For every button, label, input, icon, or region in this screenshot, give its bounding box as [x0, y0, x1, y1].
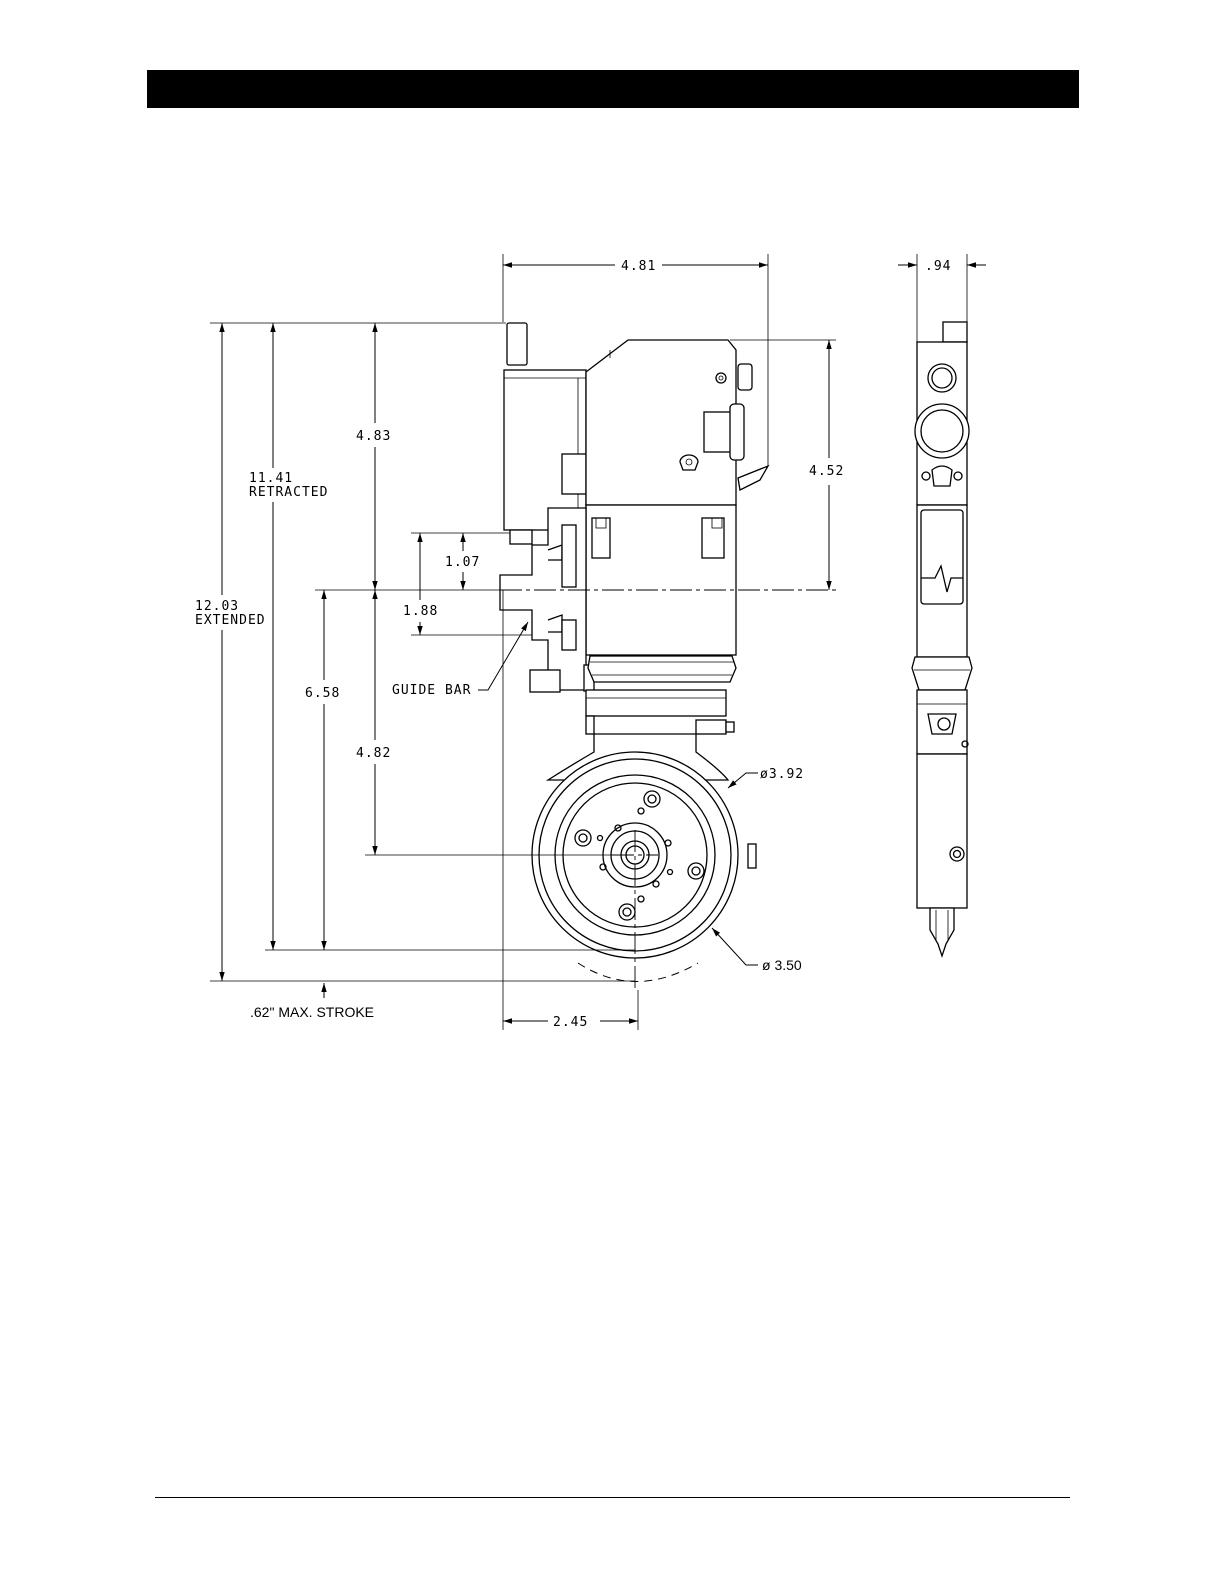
- dim-right-height: 4.52: [809, 464, 844, 479]
- dim-extended-label: EXTENDED: [195, 613, 266, 628]
- dim-lower-height: 6.58: [305, 686, 340, 701]
- dim-bottom-offset: 2.45: [553, 1015, 588, 1030]
- dim-outer-diameter: ø3.92: [760, 767, 804, 782]
- dim-retracted-value: 11.41: [249, 471, 293, 486]
- front-view: [500, 323, 768, 990]
- dim-guide-total: 1.88: [403, 604, 438, 619]
- dim-top-width: 4.81: [621, 259, 656, 274]
- dim-inner-diameter: ø 3.50: [762, 957, 802, 973]
- max-stroke-note: .62" MAX. STROKE: [250, 1004, 374, 1020]
- dim-side-width: .94: [925, 259, 951, 274]
- dim-retracted-label: RETRACTED: [249, 485, 328, 500]
- side-view: [912, 322, 972, 956]
- guide-bar-label: GUIDE BAR: [392, 683, 471, 698]
- dim-upper-height: 4.83: [356, 429, 391, 444]
- dim-center-height: 4.82: [356, 746, 391, 761]
- dim-guide-upper: 1.07: [445, 555, 480, 570]
- footer-rule: [155, 1497, 1070, 1498]
- dim-extended-value: 12.03: [195, 599, 239, 614]
